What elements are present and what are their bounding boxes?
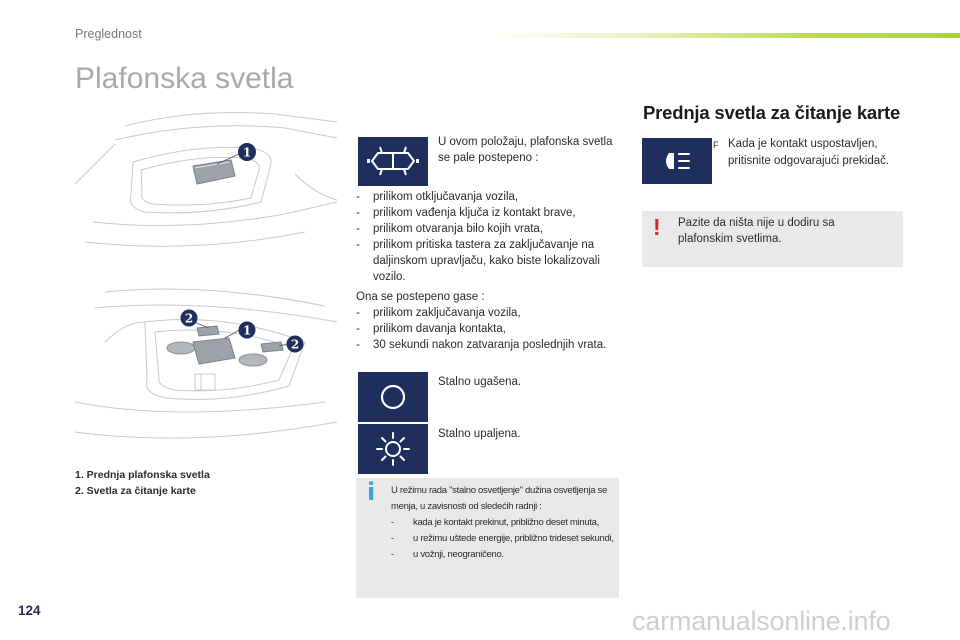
dash-marker: - bbox=[356, 339, 360, 351]
list-item-text: prilikom otvaranja bilo kojih vrata, bbox=[373, 223, 544, 235]
dash-marker: - bbox=[391, 517, 394, 528]
info-lead: U režimu rada "stalno osvetljenje" dužin… bbox=[391, 485, 607, 512]
list-item: - prilikom otključavanja vozila, bbox=[356, 189, 618, 205]
always-on-label: Stalno upaljena. bbox=[438, 428, 521, 440]
list-item-text: prilikom davanja kontakta, bbox=[373, 323, 506, 335]
list-item-text: 30 sekundi nakon zatvaranja poslednjih v… bbox=[373, 339, 607, 351]
list-item: - prilikom vađenja ključa iz kontakt brav… bbox=[356, 205, 618, 221]
info-list-item: - u režimu uštede energije, približno tri… bbox=[391, 531, 616, 547]
dome-light-door-icon bbox=[358, 137, 428, 186]
dash-marker: - bbox=[356, 323, 360, 335]
warning-box bbox=[642, 211, 903, 267]
list-item-text: prilikom zaključavanja vozila, bbox=[373, 307, 521, 319]
info-item-text: kada je kontakt prekinut, približno dese… bbox=[413, 517, 599, 528]
reading-light-icon bbox=[642, 138, 712, 184]
dash-marker: - bbox=[356, 307, 360, 319]
list-item: - prilikom davanja kontakta, bbox=[356, 321, 618, 337]
list-item: - prilikom pritiska tastera za zaključava… bbox=[356, 237, 618, 285]
illustration-legend: 1. Prednja plafonska svetla 2. Svetla za… bbox=[75, 467, 210, 499]
info-list-item: - kada je kontakt prekinut, približno des… bbox=[391, 515, 616, 531]
sun-on-icon bbox=[358, 424, 428, 474]
dash-marker: - bbox=[356, 191, 360, 203]
dash-marker: - bbox=[356, 207, 360, 219]
warning-icon: ! bbox=[653, 214, 661, 240]
list-item-text: prilikom vađenja ključa iz kontakt brave… bbox=[373, 207, 576, 219]
list-item-text: prilikom otključavanja vozila, bbox=[373, 191, 519, 203]
info-item-text: u vožnji, neograničeno. bbox=[413, 549, 504, 560]
legend-item-2: 2. Svetla za čitanje karte bbox=[75, 485, 196, 497]
bullet-arrow-icon: F bbox=[713, 140, 719, 150]
page-number: 124 bbox=[18, 603, 41, 618]
info-icon: i bbox=[367, 478, 376, 506]
info-box bbox=[356, 478, 619, 598]
badge-2-left: 2 bbox=[185, 312, 193, 326]
switch-off-events-list: - prilikom zaključavanja vozila, - priliko… bbox=[356, 305, 618, 353]
info-text: U režimu rada "stalno osvetljenje" dužin… bbox=[391, 483, 616, 563]
badge-1: 1 bbox=[243, 146, 251, 160]
badge-2-right: 2 bbox=[291, 338, 299, 352]
switch-off-heading: Ona se postepeno gase : bbox=[356, 291, 485, 303]
page-title: Plafonska svetla bbox=[75, 62, 294, 95]
info-item-text: u režimu uštede energije, približno trid… bbox=[413, 533, 614, 544]
dash-marker: - bbox=[356, 239, 360, 251]
reading-light-instructions: F Kada je kontakt uspostavljen, pritisni… bbox=[713, 136, 898, 170]
section-header: Preglednost bbox=[75, 27, 142, 41]
section-heading-reading-lights: Prednja svetla za čitanje karte bbox=[643, 102, 901, 123]
watermark: carmanualsonline.info bbox=[632, 606, 891, 636]
list-item: - prilikom otvaranja bilo kojih vrata, bbox=[356, 221, 618, 237]
dash-marker: - bbox=[391, 533, 394, 544]
warning-text: Pazite da ništa nije u dodiru sa plafons… bbox=[678, 217, 835, 245]
front-courtesy-light-illustration: 1 bbox=[75, 104, 337, 272]
roof-console-illustration: 2 1 2 bbox=[75, 282, 337, 460]
always-off-label: Stalno ugašena. bbox=[438, 376, 522, 388]
intro-text: U ovom položaju, plafonska svetla se pal… bbox=[438, 136, 613, 164]
list-item-text: prilikom pritiska tastera za zaključavan… bbox=[373, 239, 600, 283]
switch-on-events-list: - prilikom otključavanja vozila, - priliko… bbox=[356, 189, 618, 285]
dash-marker: - bbox=[356, 223, 360, 235]
dash-marker: - bbox=[391, 549, 394, 560]
info-list-item: - u vožnji, neograničeno. bbox=[391, 547, 616, 563]
badge-1-center: 1 bbox=[243, 324, 251, 338]
reading-light-text: Kada je kontakt uspostavljen, pritisnite… bbox=[728, 138, 890, 167]
legend-item-1: 1. Prednja plafonska svetla bbox=[75, 469, 210, 481]
list-item: - prilikom zaključavanja vozila, bbox=[356, 305, 618, 321]
header-accent-rule bbox=[490, 33, 960, 38]
list-item: - 30 sekundi nakon zatvaranja poslednjih … bbox=[356, 337, 618, 353]
circle-off-icon bbox=[358, 372, 428, 422]
